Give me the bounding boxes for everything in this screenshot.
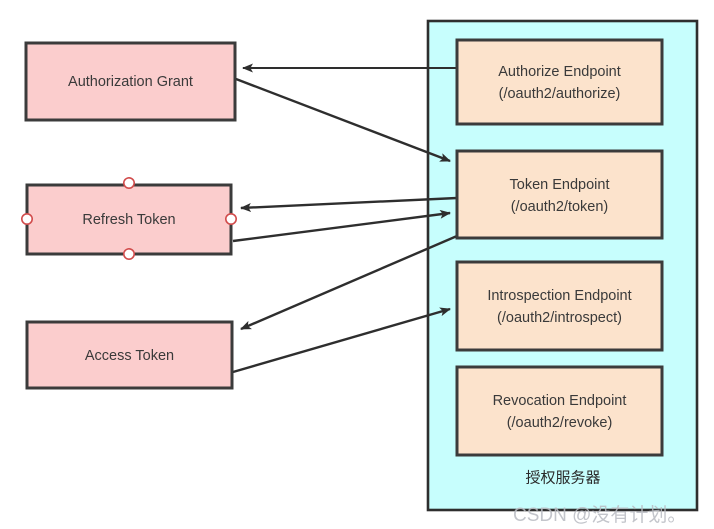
refresh-token-handle-right-icon[interactable] <box>225 213 238 226</box>
authorize-endpoint-label-line2: (/oauth2/authorize) <box>499 86 621 102</box>
refresh-token-handle-top-icon[interactable] <box>123 177 136 190</box>
edge-access-token-to-introspection-endpoint[interactable] <box>232 307 451 374</box>
node-token-endpoint[interactable]: Token Endpoint (/oauth2/token) <box>455 149 664 240</box>
node-authorize-endpoint[interactable]: Authorize Endpoint (/oauth2/authorize) <box>455 38 664 126</box>
watermark-label: CSDN @没有计划。 <box>513 504 686 526</box>
revocation-endpoint-label-line2: (/oauth2/revoke) <box>507 415 613 431</box>
authorization-grant-label: Authorization Grant <box>68 74 193 90</box>
node-refresh-token[interactable]: Refresh Token <box>25 183 233 256</box>
token-endpoint-rect <box>455 149 664 240</box>
edge-refresh-token-to-token-endpoint[interactable] <box>232 209 451 243</box>
node-introspection-endpoint[interactable]: Introspection Endpoint (/oauth2/introspe… <box>455 260 664 352</box>
access-token-rect <box>25 320 234 390</box>
token-endpoint-label-line2: (/oauth2/token) <box>511 199 609 215</box>
authorize-endpoint-label-line1: Authorize Endpoint <box>498 64 621 80</box>
server-panel-label: 授权服务器 <box>525 469 600 487</box>
access-token-label: Access Token <box>85 348 174 364</box>
node-revocation-endpoint[interactable]: Revocation Endpoint (/oauth2/revoke) <box>455 365 664 457</box>
edge-token-endpoint-to-refresh-token[interactable] <box>240 196 458 213</box>
authorize-endpoint-rect <box>455 38 664 126</box>
edge-token-endpoint-to-access-token[interactable] <box>240 234 458 331</box>
introspection-endpoint-rect <box>455 260 664 352</box>
refresh-token-handle-left-icon[interactable] <box>20 213 33 226</box>
revocation-endpoint-rect <box>455 365 664 457</box>
node-access-token[interactable]: Access Token <box>25 320 234 390</box>
node-authorization-grant[interactable]: Authorization Grant <box>24 41 237 122</box>
introspection-endpoint-label-line2: (/oauth2/introspect) <box>497 310 622 326</box>
authorization-grant-rect <box>24 41 237 122</box>
refresh-token-handle-bottom-icon[interactable] <box>123 248 136 261</box>
refresh-token-label: Refresh Token <box>82 212 175 228</box>
edge-group <box>232 63 458 374</box>
edge-authorization-grant-to-token-endpoint[interactable] <box>235 77 451 163</box>
revocation-endpoint-label-line1: Revocation Endpoint <box>493 393 627 409</box>
refresh-token-selection-handles[interactable] <box>20 177 238 261</box>
token-endpoint-label-line1: Token Endpoint <box>510 177 610 193</box>
introspection-endpoint-label-line1: Introspection Endpoint <box>487 288 631 304</box>
